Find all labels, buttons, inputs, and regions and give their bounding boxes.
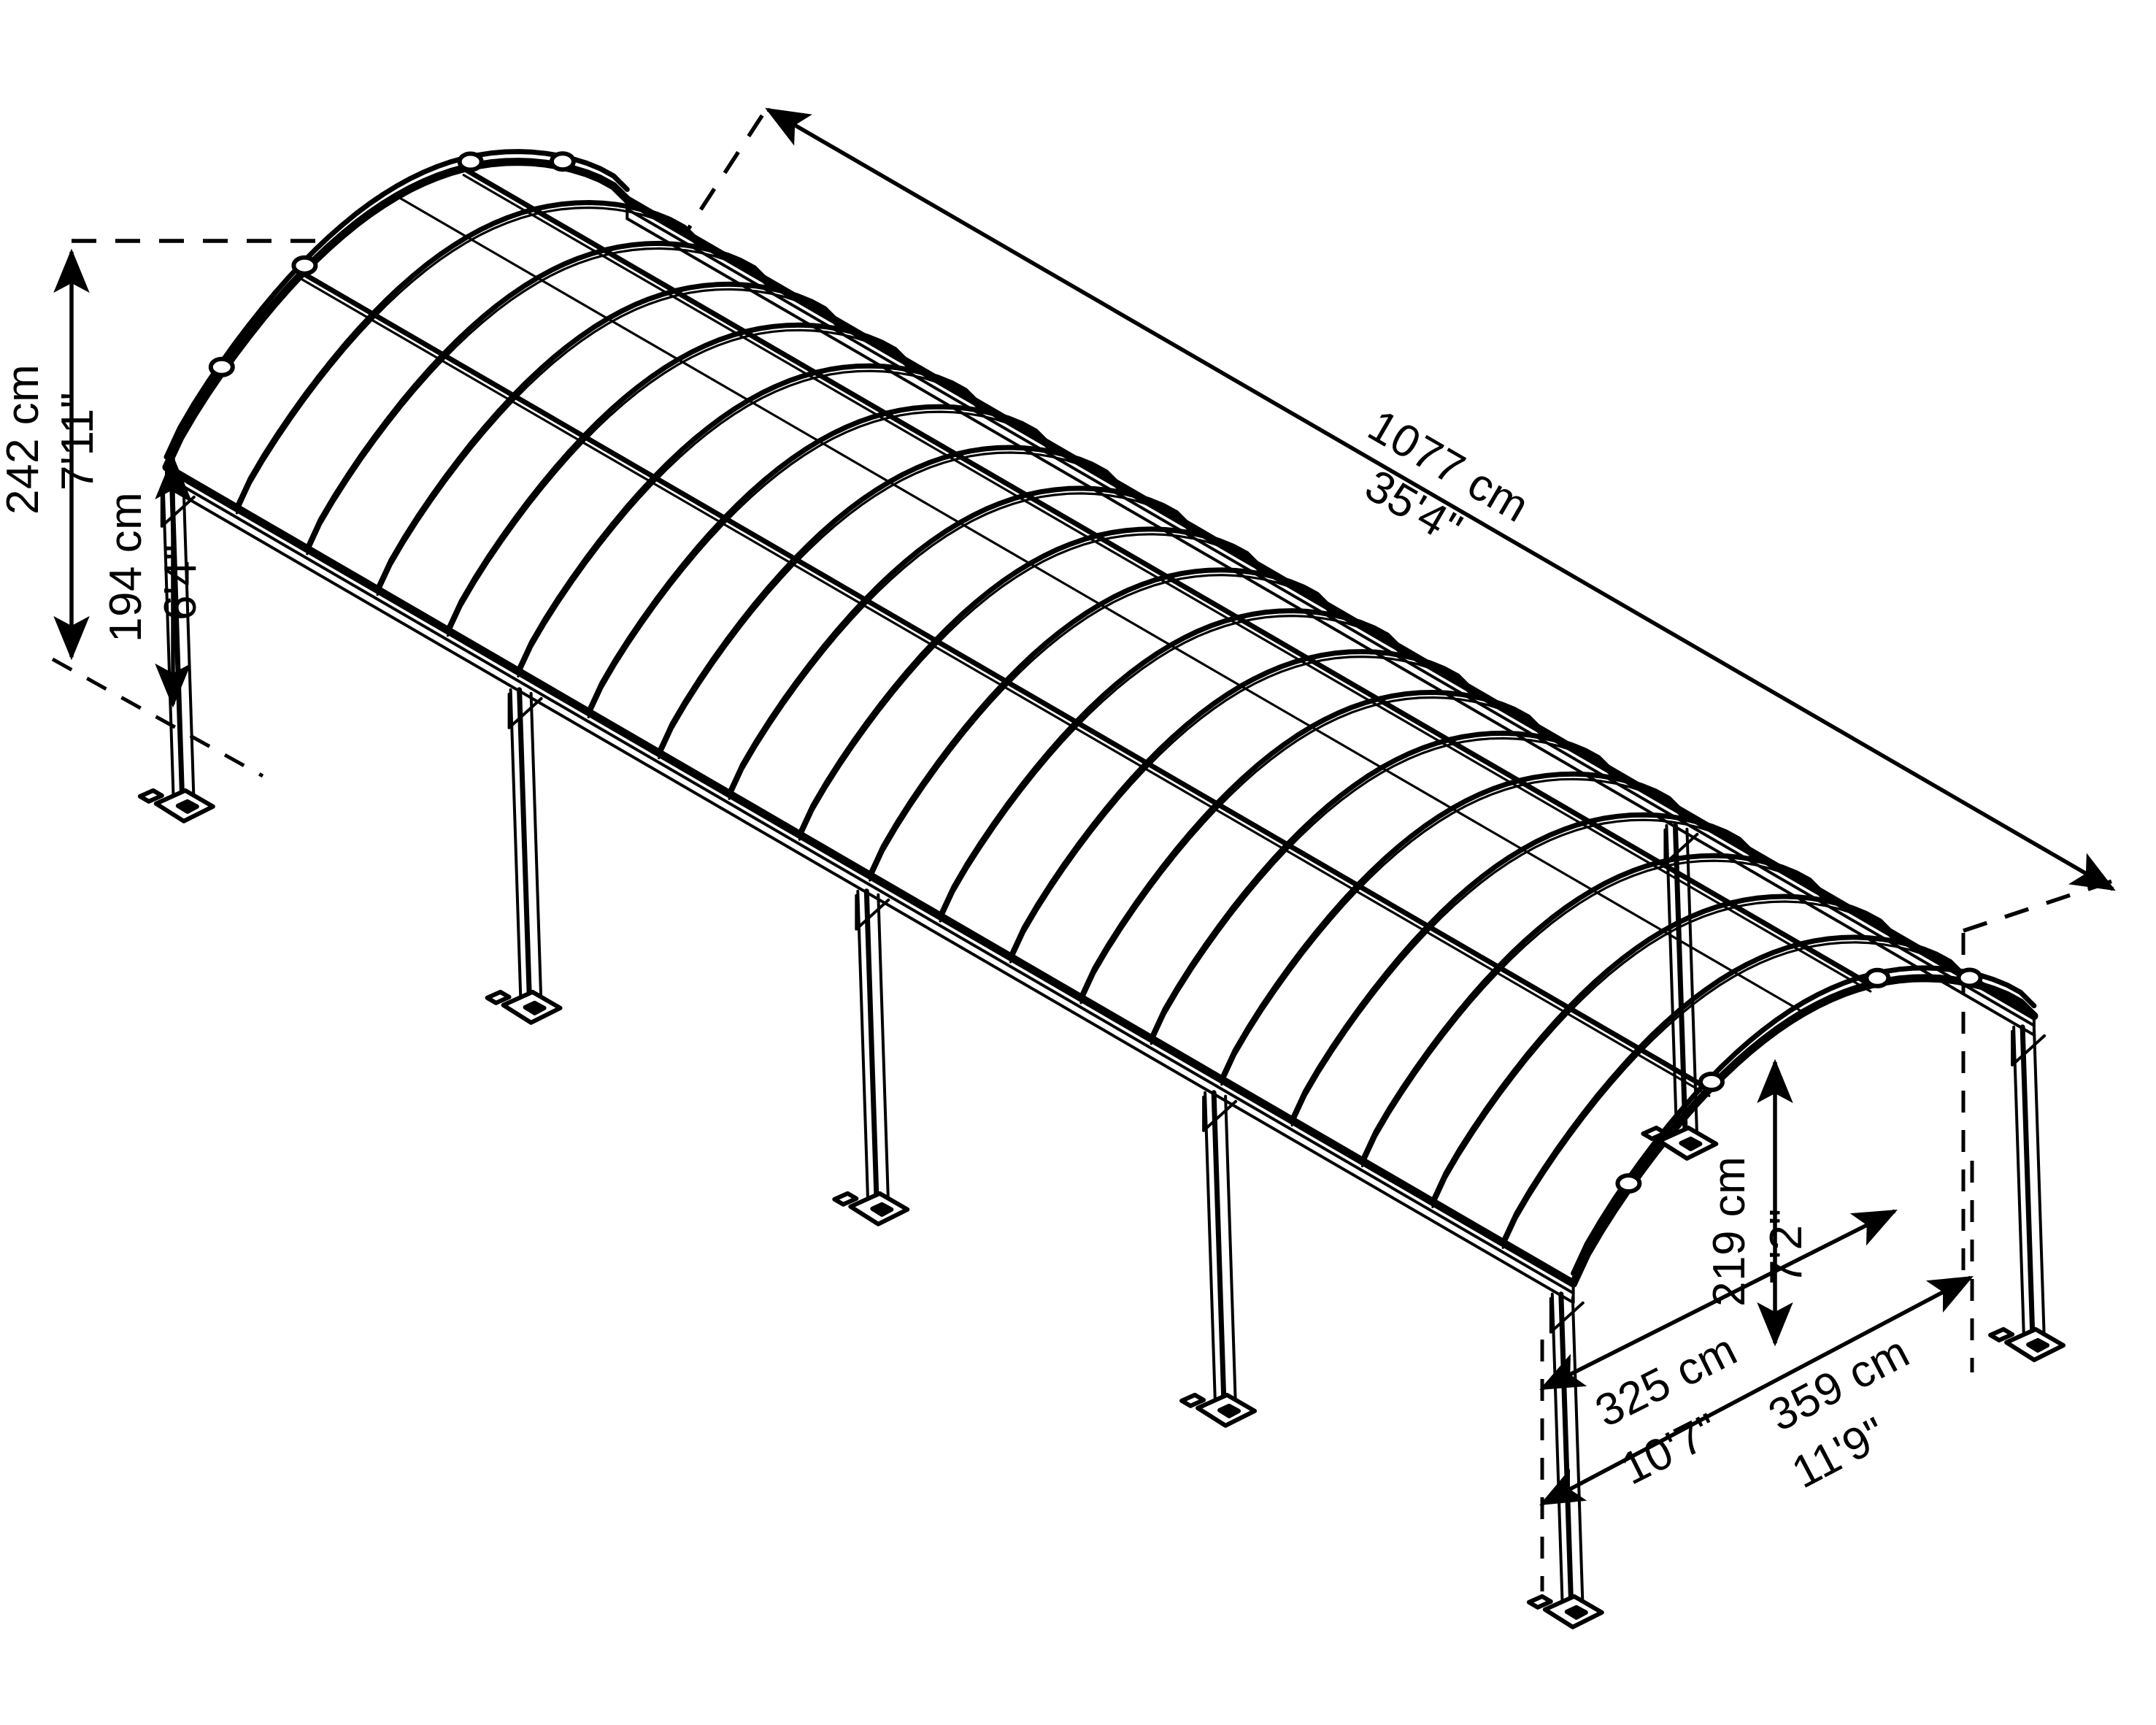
roof-rib-shadow (376, 288, 839, 596)
eave-height-metric-label: 194 cm (101, 492, 151, 642)
front-post-base-tab (1526, 1594, 1553, 1610)
rib-connector-lug (208, 356, 235, 377)
side-clearance-metric-label: 219 cm (1704, 1156, 1755, 1307)
roof-rib-shadow (235, 206, 699, 515)
front-post (509, 688, 523, 1005)
back-post-base-tab (1988, 1326, 2015, 1342)
back-post-base-bolt (1679, 1136, 1703, 1151)
front-post-base-bolt (175, 799, 199, 814)
rib-connector-lug (1698, 1072, 1725, 1092)
roof-rib-shadow (306, 247, 769, 556)
rib-connector-lug (457, 151, 484, 172)
back-post (2012, 1025, 2026, 1342)
rib-connector-lug (549, 151, 576, 172)
dimension-lines (53, 107, 2116, 1506)
overall-height-metric-label: 242 cm (0, 364, 48, 515)
front-post-base-bolt (1217, 1403, 1241, 1418)
end-arch-flange (1571, 965, 2037, 1276)
front-post-base-tab (1179, 1392, 1206, 1408)
front-post (182, 490, 196, 807)
rib-connector-lug (1864, 967, 1891, 988)
front-post (863, 888, 879, 1208)
back-post (2033, 1029, 2047, 1346)
roof-panel-surface (166, 161, 2034, 1284)
overall-width-dimension-line (1539, 1275, 1974, 1506)
overall-length-dimension-line (765, 107, 2116, 891)
rib-connector-lug (1956, 967, 1983, 988)
roof-rib-shadow (1501, 941, 1966, 1249)
front-post (1211, 1090, 1227, 1410)
front-post-base-bolt (523, 1000, 547, 1015)
front-post-base-bolt (1564, 1605, 1588, 1620)
front-post-gusset (855, 894, 890, 931)
back-post (2020, 1024, 2036, 1344)
front-post-gusset (1202, 1095, 1238, 1132)
front-post (877, 893, 890, 1210)
front-post-base-bolt (870, 1202, 894, 1217)
front-post-base-tab (832, 1191, 859, 1207)
overall-height-imperial-label: 7'11" (53, 392, 103, 491)
front-post (517, 687, 533, 1007)
side-clearance-imperial-label: 7'2" (1761, 1208, 1812, 1285)
front-post-base-tab (485, 989, 512, 1005)
rib-connector-lug (1615, 1173, 1642, 1194)
front-post-base-tab (137, 788, 164, 804)
front-post (856, 889, 870, 1207)
roof-rib-shadow (1431, 900, 1895, 1208)
back-post-base-bolt (2026, 1337, 2050, 1353)
inner-width-metric-label: 325 cm (1587, 1324, 1744, 1437)
end-arch-flange (163, 149, 630, 460)
front-eave-beam (165, 485, 1575, 1305)
rib-connector-lug (291, 255, 318, 276)
front-post (529, 691, 543, 1009)
front-post (1571, 1296, 1585, 1613)
front-post-gusset (1549, 1296, 1585, 1334)
front-post (1224, 1094, 1238, 1412)
front-post (1204, 1091, 1217, 1408)
eave-height-imperial-label: 6'4" (155, 544, 206, 621)
back-post-gusset (2011, 1029, 2047, 1067)
roof-purlin (299, 270, 1712, 1092)
front-post (1558, 1291, 1574, 1611)
back-post-base-tab (1641, 1125, 1668, 1141)
front-post-gusset (507, 692, 543, 729)
